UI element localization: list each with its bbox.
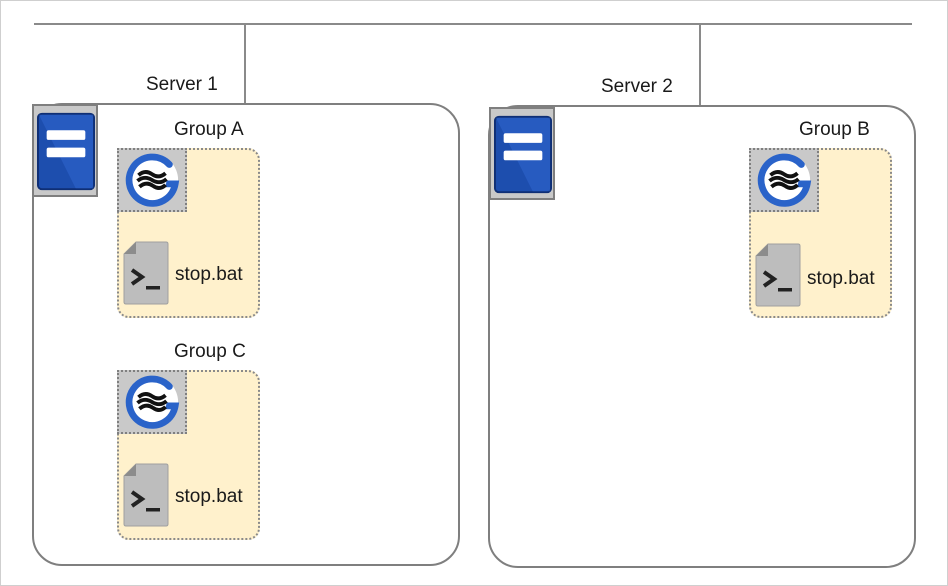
group-c-label: Group C	[174, 341, 246, 362]
group-a-resource	[117, 148, 187, 212]
group-b-resource	[749, 148, 819, 212]
script-file-icon	[122, 462, 170, 528]
script-file-icon	[122, 240, 170, 306]
server-1-connector	[244, 24, 246, 103]
network-bus-line	[34, 23, 912, 25]
group-a-script-label: stop.bat	[175, 264, 243, 285]
cluster-resource-icon	[123, 151, 181, 209]
server-2-icon	[489, 107, 555, 200]
script-file-icon	[754, 242, 802, 308]
server-1-label: Server 1	[146, 74, 218, 95]
server-2-connector	[699, 24, 701, 105]
server-1-icon	[32, 104, 98, 197]
cluster-resource-icon	[755, 151, 813, 209]
group-c-script-label: stop.bat	[175, 486, 243, 507]
server-2-label: Server 2	[601, 76, 673, 97]
server-icon	[494, 114, 552, 195]
group-a-label: Group A	[174, 119, 244, 140]
server-icon	[37, 111, 95, 192]
group-b-script-label: stop.bat	[807, 268, 875, 289]
group-b-label: Group B	[799, 119, 870, 140]
cluster-resource-icon	[123, 373, 181, 431]
group-c-resource	[117, 370, 187, 434]
